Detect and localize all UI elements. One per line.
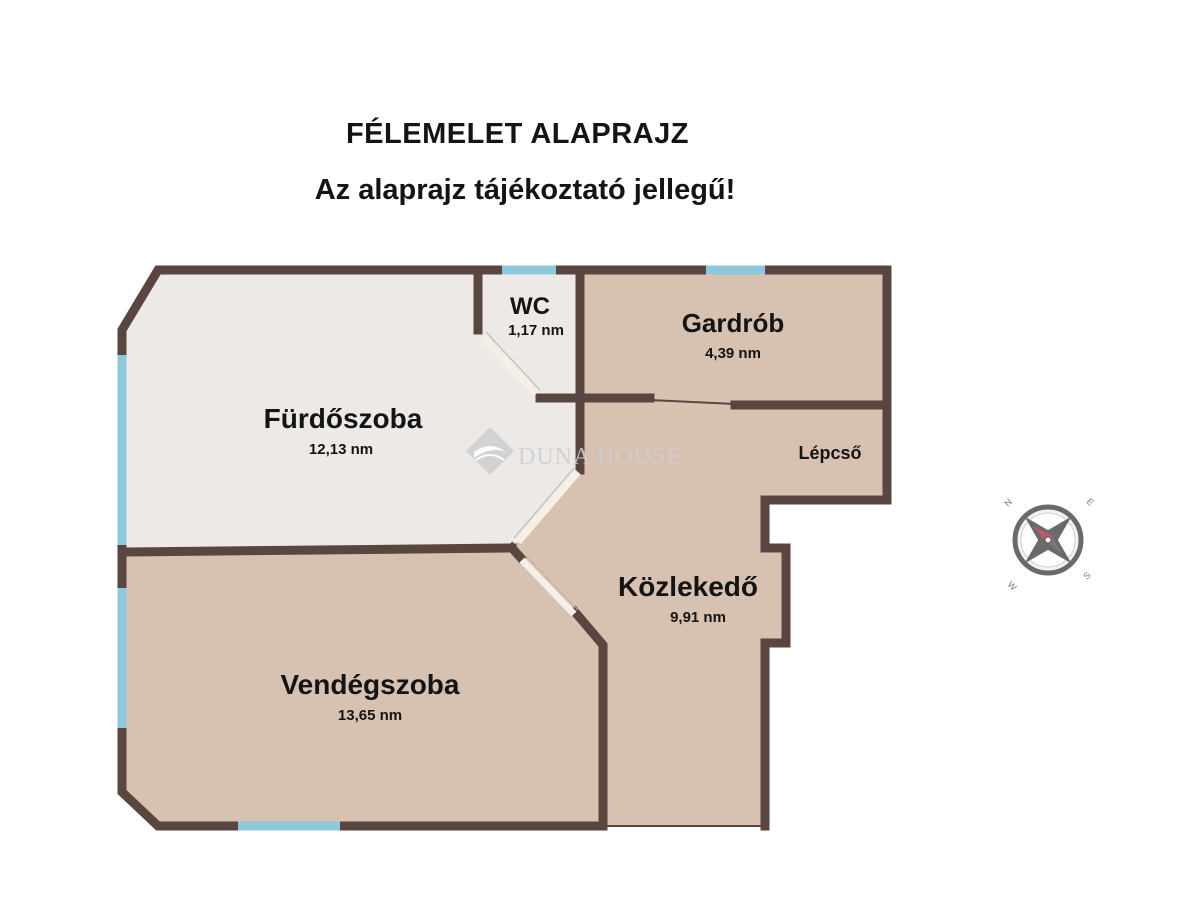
room-area-gardrob: 4,39 nm xyxy=(705,345,761,362)
room-area-furdoszoba: 12,13 nm xyxy=(309,441,373,458)
room-area-kozlekedo: 9,91 nm xyxy=(670,609,726,626)
compass-label-n: N xyxy=(1002,497,1014,509)
lepcso-boundary xyxy=(649,399,736,405)
doors xyxy=(479,333,581,617)
room-name-vendegszoba: Vendégszoba xyxy=(281,669,460,700)
watermark: DUNA HOUSE xyxy=(465,426,682,476)
windows xyxy=(117,265,765,831)
floor-furdoszoba xyxy=(122,270,580,552)
floor-gardrob xyxy=(580,270,887,402)
page-title: FÉLEMELET ALAPRAJZ xyxy=(345,118,690,150)
watermark-text: DUNA HOUSE xyxy=(518,444,682,470)
compass-label-s: S xyxy=(1081,570,1092,581)
room-area-vendegszoba: 13,65 nm xyxy=(338,707,402,724)
floor-vendegszoba xyxy=(122,548,603,826)
walls xyxy=(117,265,892,831)
room-name-furdoszoba: Fürdőszoba xyxy=(264,403,423,434)
door-edges xyxy=(485,331,579,611)
room-name-lepcso: Lépcső xyxy=(798,443,861,463)
room-area-wc: 1,17 nm xyxy=(508,322,564,339)
compass-label-w: W xyxy=(1006,579,1019,592)
room-name-wc: WC xyxy=(510,293,550,320)
compass-label-e: E xyxy=(1085,496,1096,507)
watermark-logo-icon xyxy=(465,426,515,476)
floor-wc xyxy=(478,270,580,398)
room-name-kozlekedo: Közlekedő xyxy=(618,571,758,602)
room-name-gardrob: Gardrób xyxy=(682,308,785,338)
floor-kozlekedo xyxy=(512,402,786,826)
compass-icon: N E S W xyxy=(1002,496,1096,592)
page-subtitle: Az alaprajz tájékoztató jellegű! xyxy=(314,174,736,206)
